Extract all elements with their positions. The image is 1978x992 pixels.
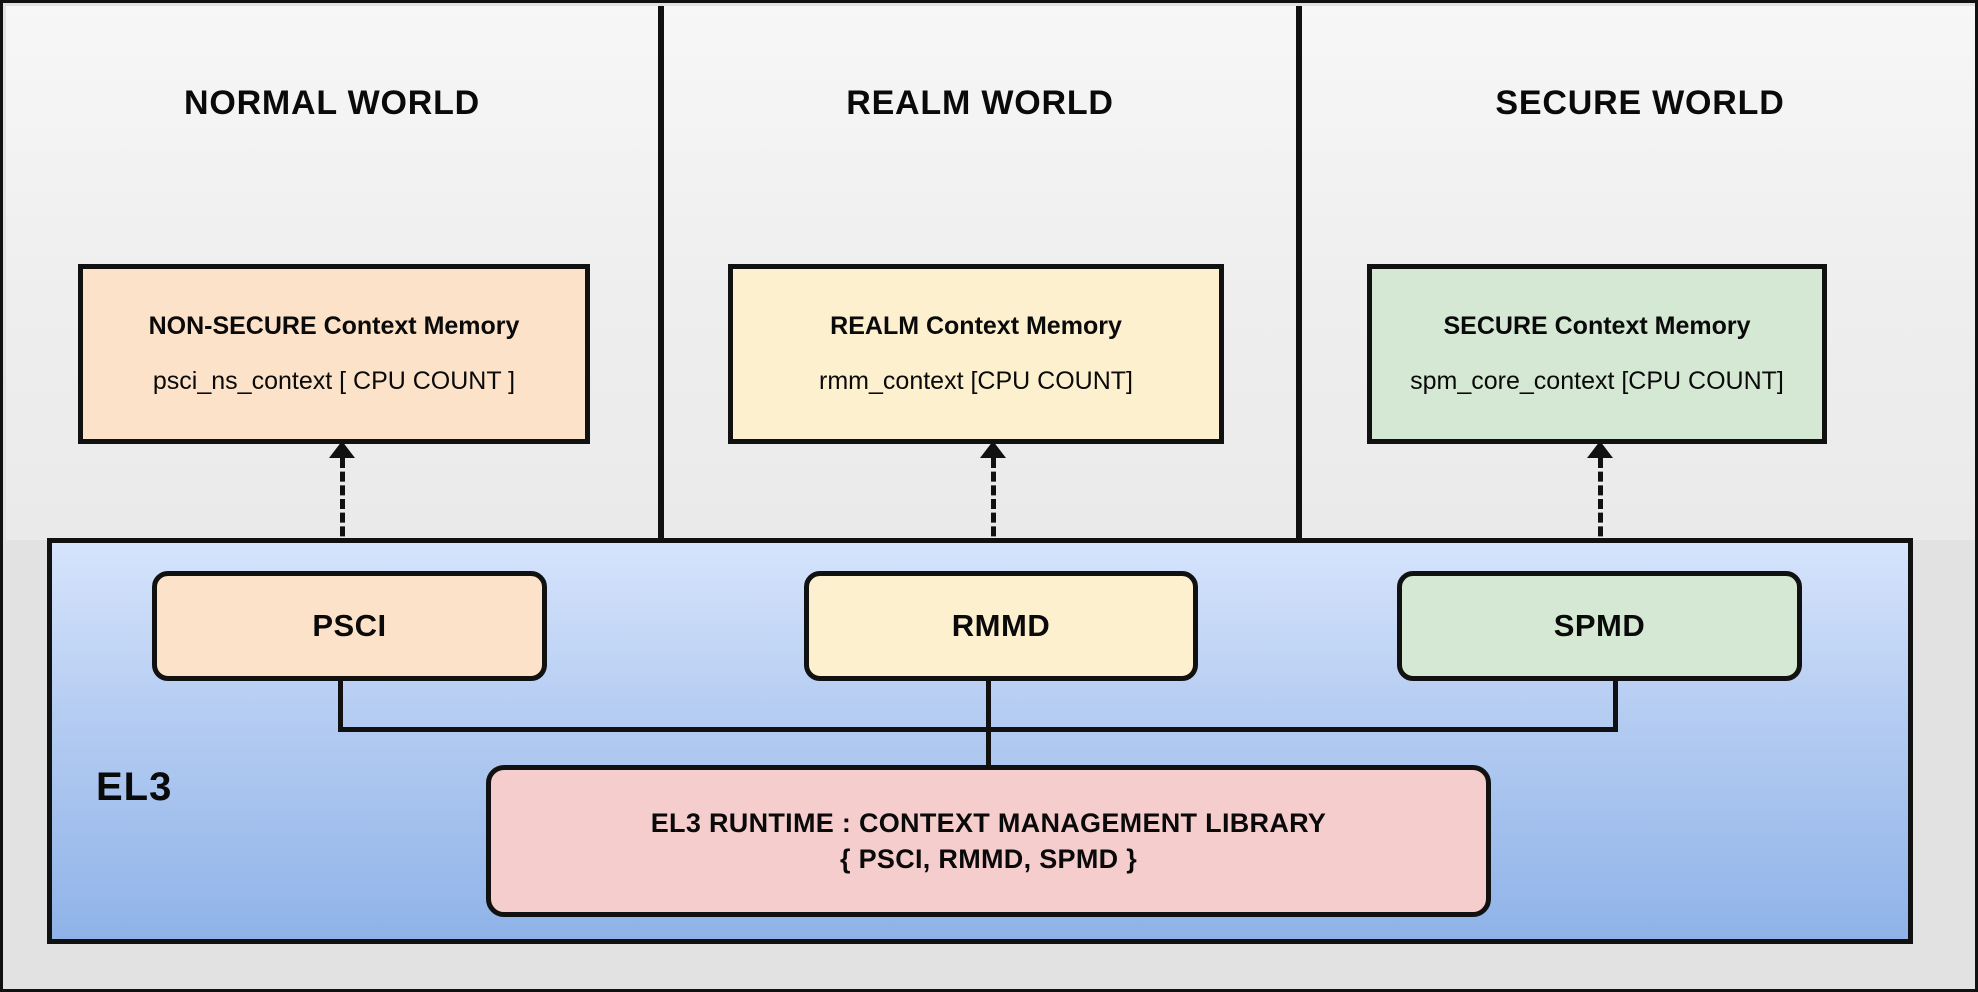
connector-bus-horizontal bbox=[338, 727, 1618, 732]
dispatcher-pill-rmmd[interactable]: RMMD bbox=[804, 571, 1198, 681]
context-memory-subtitle-secure: spm_core_context [CPU COUNT] bbox=[1410, 367, 1784, 395]
connector-bus-to-runtime bbox=[986, 727, 991, 769]
runtime-library-title: EL3 RUNTIME : CONTEXT MANAGEMENT LIBRARY bbox=[650, 807, 1327, 838]
context-memory-title-realm: REALM Context Memory bbox=[830, 312, 1122, 340]
dashed-connector-secure bbox=[1598, 458, 1603, 550]
context-memory-box-non-secure: NON-SECURE Context Memory psci_ns_contex… bbox=[78, 264, 590, 444]
connector-rmmd-to-bus bbox=[986, 676, 991, 730]
context-memory-title-secure: SECURE Context Memory bbox=[1443, 312, 1751, 340]
runtime-library-members: { PSCI, RMMD, SPMD } bbox=[839, 844, 1138, 874]
connector-psci-to-bus bbox=[338, 676, 343, 730]
arrowhead-up-icon-realm bbox=[980, 441, 1006, 458]
world-divider-normal-realm bbox=[658, 6, 664, 540]
world-title-normal: NORMAL WORLD bbox=[183, 84, 481, 122]
context-memory-box-secure: SECURE Context Memory spm_core_context [… bbox=[1367, 264, 1827, 444]
context-memory-subtitle-non-secure: psci_ns_context [ CPU COUNT ] bbox=[152, 367, 516, 395]
dispatcher-pill-psci[interactable]: PSCI bbox=[152, 571, 547, 681]
el3-label: EL3 bbox=[96, 765, 173, 809]
el3-panel: EL3 PSCI RMMD SPMD EL3 RUNTIME : CONTEXT… bbox=[47, 538, 1913, 944]
dashed-connector-realm bbox=[991, 458, 996, 550]
el3-runtime-library-box: EL3 RUNTIME : CONTEXT MANAGEMENT LIBRARY… bbox=[486, 765, 1491, 917]
dispatcher-pill-spmd[interactable]: SPMD bbox=[1397, 571, 1802, 681]
context-memory-title-non-secure: NON-SECURE Context Memory bbox=[148, 312, 520, 340]
context-memory-subtitle-realm: rmm_context [CPU COUNT] bbox=[819, 367, 1133, 395]
arrowhead-up-icon-secure bbox=[1587, 441, 1613, 458]
world-title-realm: REALM WORLD bbox=[846, 84, 1114, 122]
connector-spmd-to-bus bbox=[1613, 676, 1618, 730]
dashed-connector-non-secure bbox=[340, 458, 345, 550]
world-divider-realm-secure bbox=[1296, 6, 1302, 540]
world-title-secure: SECURE WORLD bbox=[1495, 84, 1785, 122]
context-memory-box-realm: REALM Context Memory rmm_context [CPU CO… bbox=[728, 264, 1224, 444]
arrowhead-up-icon-non-secure bbox=[329, 441, 355, 458]
